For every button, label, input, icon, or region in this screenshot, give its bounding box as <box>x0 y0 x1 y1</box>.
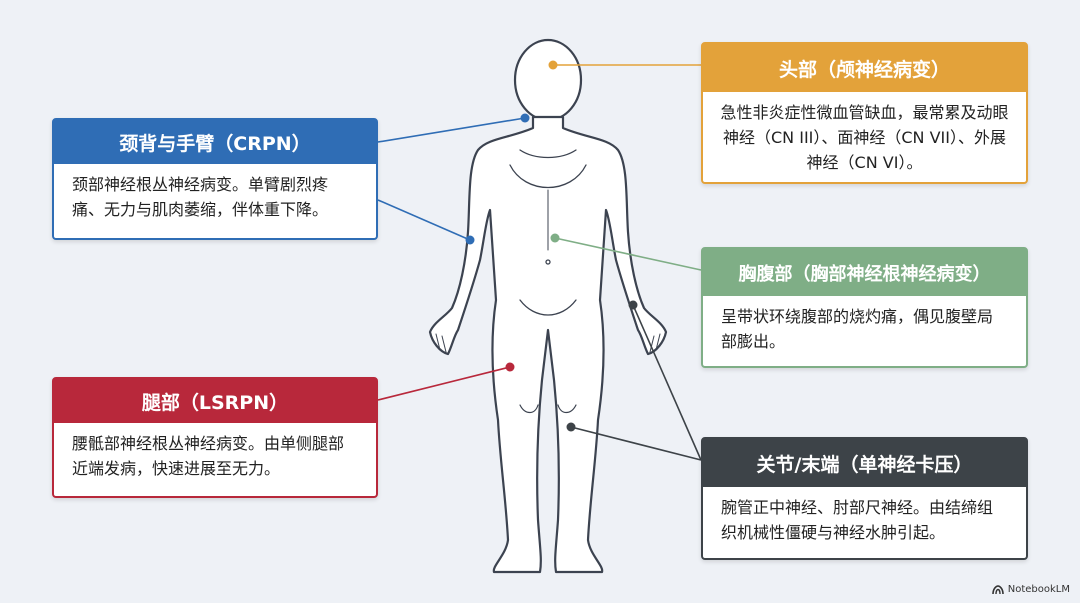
card-head-title: 头部（颅神经病变） <box>703 44 1026 92</box>
human-body-outline <box>428 38 668 574</box>
card-leg-title: 腿部（LSRPN） <box>54 379 376 423</box>
card-leg: 腿部（LSRPN） 腰骶部神经根丛神经病变。由单侧腿部近端发病，快速进展至无力。 <box>52 377 378 498</box>
dot-arm <box>465 235 475 245</box>
connector-arm <box>377 199 471 241</box>
notebooklm-watermark: NotebookLM <box>991 584 1070 595</box>
card-head: 头部（颅神经病变） 急性非炎症性微血管缺血，最常累及动眼神经（CN III）、面… <box>701 42 1028 184</box>
card-chest-title: 胸腹部（胸部神经根神经病变） <box>703 249 1026 296</box>
card-neck-text: 颈部神经根丛神经病变。单臂剧烈疼痛、无力与肌肉萎缩，伴体重下降。 <box>72 175 329 219</box>
watermark-text: NotebookLM <box>1007 584 1070 595</box>
connector-wrist <box>632 304 702 461</box>
body-silhouette <box>428 115 668 574</box>
card-neck-title: 颈背与手臂（CRPN） <box>54 120 376 164</box>
card-joint-extremity: 关节/末端（单神经卡压） 腕管正中神经、肘部尺神经。由结缔组织机械性僵硬与神经水… <box>701 437 1028 560</box>
connector-chest <box>554 237 702 271</box>
card-joint-title: 关节/末端（单神经卡压） <box>703 439 1026 487</box>
dot-chest <box>550 233 560 243</box>
card-chest-abdomen: 胸腹部（胸部神经根神经病变） 呈带状环绕腹部的烧灼痛，偶见腹壁局部膨出。 <box>701 247 1028 368</box>
body-head <box>513 38 583 122</box>
dot-leg <box>505 362 515 372</box>
dot-neck <box>520 113 530 123</box>
connector-leg <box>377 366 511 401</box>
connector-neck <box>377 117 526 143</box>
card-leg-text: 腰骶部神经根丛神经病变。由单侧腿部近端发病，快速进展至无力。 <box>72 434 345 478</box>
connector-dots <box>465 60 638 432</box>
dot-knee <box>566 422 576 432</box>
card-head-text: 急性非炎症性微血管缺血，最常累及动眼神经（CN III）、面神经（CN VII）… <box>720 103 1009 172</box>
card-neck-arm: 颈背与手臂（CRPN） 颈部神经根丛神经病变。单臂剧烈疼痛、无力与肌肉萎缩，伴体… <box>52 118 378 240</box>
card-joint-text: 腕管正中神经、肘部尺神经。由结缔组织机械性僵硬与神经水肿引起。 <box>721 498 994 542</box>
dot-wrist <box>628 300 638 310</box>
card-chest-text: 呈带状环绕腹部的烧灼痛，偶见腹壁局部膨出。 <box>721 307 994 351</box>
connector-knee <box>570 426 702 461</box>
connector-lines <box>377 64 702 461</box>
dot-head <box>548 60 558 70</box>
notebooklm-logo-icon <box>991 584 1004 594</box>
